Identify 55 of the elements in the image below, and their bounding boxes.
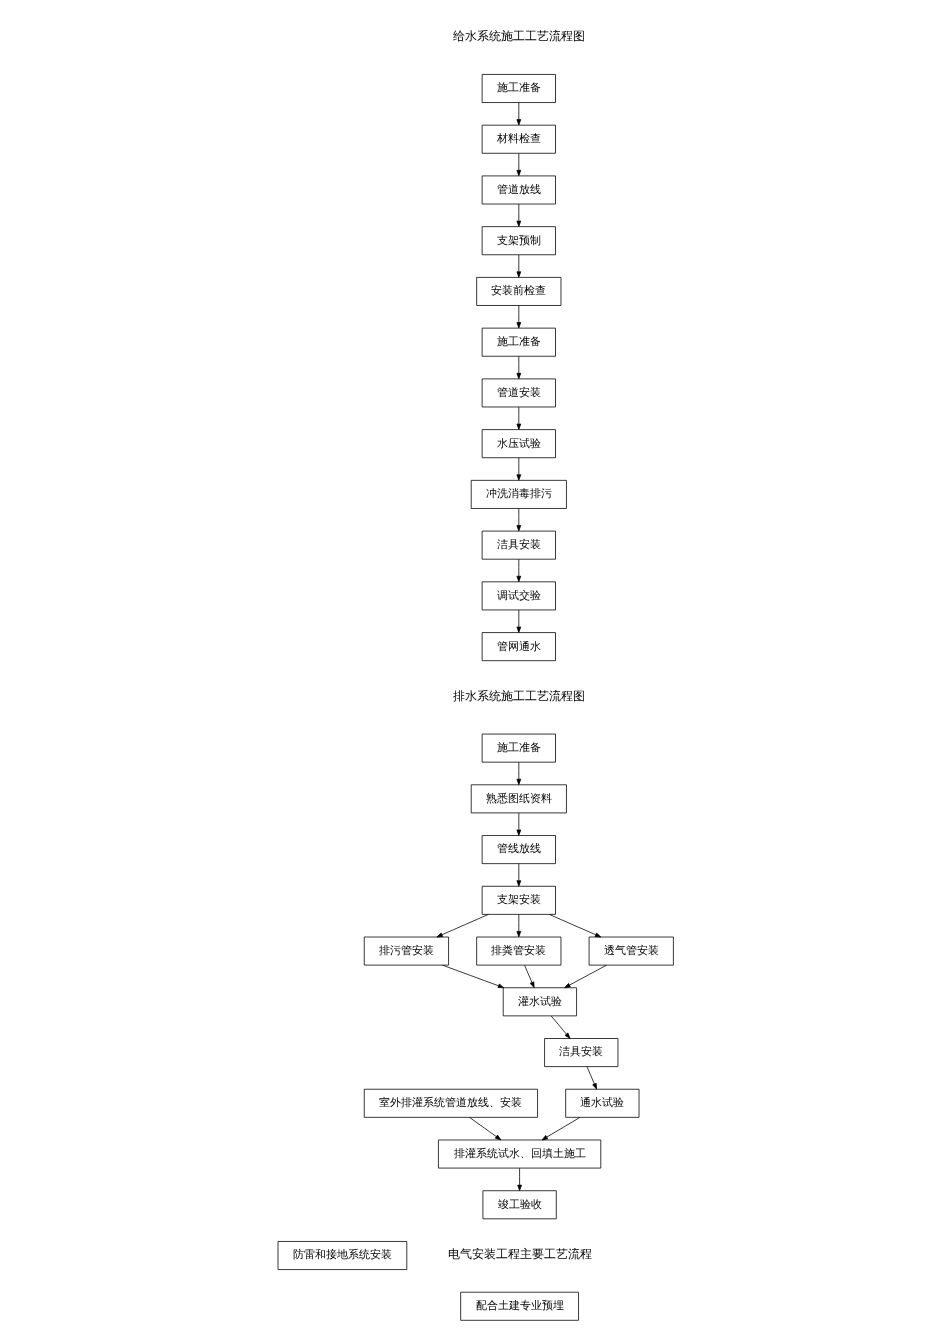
- node-box: 支架预制: [481, 226, 556, 256]
- node-box: 管线放线: [481, 835, 556, 865]
- node-box: 支架安装: [481, 885, 556, 915]
- arrow: [548, 914, 601, 938]
- arrow: [550, 1015, 570, 1039]
- node-box: 灌水试验: [502, 987, 577, 1017]
- arrow: [563, 964, 607, 989]
- node-box: 室外排灌系统管道放线、安装: [363, 1088, 538, 1118]
- label: 给水系统施工工艺流程图: [452, 29, 585, 44]
- node-box: 洁具安装: [481, 530, 556, 560]
- arrow: [516, 305, 521, 329]
- node-box: 调试交验: [481, 581, 556, 611]
- label: 电气安装工程主要工艺流程: [447, 1247, 592, 1262]
- node-box: 冲洗消毒排污: [470, 479, 567, 509]
- arrow: [516, 863, 521, 887]
- arrow: [516, 457, 521, 481]
- arrow: [435, 914, 489, 938]
- arrow: [541, 1117, 580, 1141]
- arrow: [468, 1117, 501, 1141]
- label: 排水系统施工工艺流程图: [452, 689, 585, 704]
- arrow: [516, 406, 521, 430]
- node-box: 施工准备: [481, 733, 556, 763]
- node-box: 管道放线: [481, 175, 556, 205]
- arrow: [516, 356, 521, 380]
- node-box: 施工准备: [481, 327, 556, 357]
- node-box: 排粪管安装: [475, 936, 561, 966]
- node-box: 防雷和接地系统安装: [277, 1241, 407, 1270]
- arrow: [516, 1167, 522, 1191]
- node-box: 配合土建专业预埋: [459, 1291, 579, 1321]
- node-box: 水压试验: [481, 429, 556, 459]
- node-box: 洁具安装: [543, 1038, 618, 1067]
- arrow: [441, 964, 504, 989]
- arrow: [516, 761, 521, 786]
- arrow: [586, 1066, 597, 1090]
- arrow: [516, 203, 521, 227]
- node-box: 管网通水: [481, 632, 556, 662]
- arrow: [523, 964, 535, 988]
- node-box: 透气管安装: [588, 936, 674, 966]
- arrow: [516, 153, 521, 177]
- node-box: 竣工验收: [482, 1190, 557, 1220]
- arrow: [516, 102, 521, 126]
- node-box: 管道安装: [481, 378, 556, 408]
- arrow: [516, 254, 521, 278]
- node-box: 通水试验: [564, 1088, 639, 1118]
- node-box: 熟悉图纸资料: [470, 784, 567, 814]
- node-box: 施工准备: [481, 74, 556, 103]
- node-box: 排灌系统试水、回填土施工: [437, 1139, 601, 1169]
- arrow: [516, 508, 521, 532]
- arrow: [516, 609, 521, 633]
- arrow: [516, 559, 521, 583]
- arrow: [516, 812, 521, 836]
- node-box: 安装前检查: [475, 277, 561, 306]
- node-box: 排污管安装: [363, 936, 449, 966]
- node-box: 材料检查: [481, 124, 556, 154]
- arrow: [516, 914, 521, 938]
